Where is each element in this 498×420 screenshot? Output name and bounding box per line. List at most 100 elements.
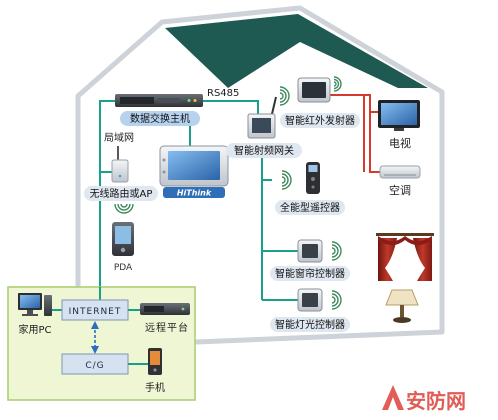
- universal-remote-label: 全能型遥控器: [275, 200, 345, 215]
- phone-screen: [150, 351, 160, 365]
- lamp-shade: [385, 289, 419, 306]
- wifi-signal-icon: [279, 86, 290, 106]
- pc-tower: [44, 295, 52, 316]
- wifi-gateway-to-ir: [279, 86, 290, 106]
- router-led: [118, 174, 122, 178]
- light-controller-icon: [297, 288, 323, 312]
- label-text: 数据交换主机: [130, 112, 190, 125]
- panel-button: [162, 170, 166, 174]
- lamp-base: [393, 317, 411, 323]
- label-pill: [280, 113, 360, 128]
- tv-screen: [381, 103, 417, 125]
- wifi-signal-icon: [331, 290, 342, 310]
- label-pill: [270, 317, 350, 332]
- watermark-text: 安防网: [406, 389, 466, 413]
- rf-gateway-label: 智能射频网关: [226, 143, 302, 158]
- curtain-controller-label: 智能窗帘控制器: [270, 266, 350, 281]
- brand-bar: [163, 187, 225, 198]
- curtain-icon: [376, 233, 434, 281]
- roof: [165, 14, 428, 88]
- curtain-right-drape: [413, 238, 432, 281]
- curtain-controller-pad: [302, 244, 318, 258]
- gateway-screen: [252, 118, 271, 133]
- pda-button: [120, 247, 126, 253]
- rack-led: [193, 99, 197, 102]
- air-conditioner-label: 空调: [389, 183, 411, 197]
- label-pill: [84, 186, 158, 201]
- platform-panel: [144, 306, 164, 312]
- internet-box: INTERNET: [61, 299, 129, 321]
- rs485-label: RS485: [207, 88, 239, 99]
- pda-icon: [112, 222, 134, 256]
- rack-panel: [120, 97, 154, 104]
- light-controller-label: 智能灯光控制器: [270, 317, 350, 332]
- ir-transmitter-label: 智能红外发射器: [280, 113, 360, 128]
- wifi-remote: [281, 170, 292, 190]
- rs485-link: [203, 100, 259, 114]
- exchange-host-label: 数据交换主机: [120, 111, 200, 126]
- wifi-signal-icon: [333, 76, 342, 92]
- rack-led: [187, 99, 191, 102]
- server-rack-icon: [115, 94, 203, 107]
- wifi-signal-icon: [281, 170, 292, 190]
- mobile-phone-icon: [148, 348, 162, 375]
- remote-screen: [308, 165, 318, 172]
- label-pill: [226, 143, 302, 158]
- remote-control-icon: [306, 162, 320, 194]
- rf-gateway-icon: [247, 96, 277, 139]
- label-text: 全能型遥控器: [280, 201, 340, 214]
- remote-button: [311, 185, 315, 189]
- router-body: [111, 159, 129, 183]
- wifi-signal-icon: [331, 241, 342, 261]
- ac-body: [379, 165, 421, 179]
- gateway-antenna: [271, 96, 277, 115]
- touch-panel-icon: [159, 145, 229, 187]
- tv-stand: [394, 128, 404, 131]
- label-text: 智能红外发射器: [285, 114, 355, 127]
- label-text: 无线路由或AP: [90, 187, 153, 200]
- label-pill: [275, 200, 345, 215]
- touch-panel-label: HiThink: [163, 187, 225, 198]
- curtain-rod: [376, 233, 434, 236]
- wifi-light: [331, 290, 342, 310]
- ir-links: [330, 94, 380, 173]
- internet-label: INTERNET: [69, 307, 122, 317]
- pda-screen: [115, 226, 131, 244]
- wifi-router: [114, 203, 134, 214]
- lan-label: 局域网: [104, 131, 134, 144]
- pc-screen: [20, 295, 40, 308]
- tv-label: 电视: [389, 136, 411, 150]
- router-label: 无线路由或AP: [84, 186, 158, 201]
- air-conditioner-icon: [379, 165, 421, 179]
- anfang-logo-icon: 安防网: [382, 385, 466, 413]
- lamp-stem: [400, 305, 404, 317]
- curtain-controller-icon: [297, 239, 323, 263]
- pc-base: [22, 314, 38, 316]
- watermark-logo-mark: [382, 385, 404, 410]
- label-text: 智能灯光控制器: [275, 318, 345, 331]
- tv-icon: [378, 100, 420, 131]
- panel-button: [162, 158, 166, 162]
- label-text: 智能窗帘控制器: [275, 267, 345, 280]
- remote-button: [311, 177, 315, 181]
- cg-box: C/G: [61, 353, 129, 375]
- wifi-signal-icon: [114, 203, 134, 214]
- light-controller-pad: [302, 293, 318, 307]
- desktop-pc-icon: [18, 293, 52, 316]
- wifi-ir-out: [333, 76, 342, 92]
- curtain-valance: [378, 236, 432, 245]
- curtain-left-drape: [378, 238, 397, 281]
- connector-lines: [99, 100, 298, 301]
- remote-platform-label: 远程平台: [145, 321, 189, 334]
- cg-label: C/G: [85, 361, 104, 371]
- label-pill: [120, 111, 200, 126]
- pc-stand: [27, 310, 33, 314]
- pda-label: PDA: [114, 263, 133, 273]
- brand-text: HiThink: [177, 189, 212, 198]
- server-icon: [140, 303, 190, 315]
- platform-led: [181, 307, 185, 311]
- label-pill: [270, 266, 350, 281]
- wireless-router-icon: [111, 146, 129, 183]
- label-text: 智能射频网关: [234, 144, 294, 157]
- mobile-phone-label: 手机: [145, 381, 165, 394]
